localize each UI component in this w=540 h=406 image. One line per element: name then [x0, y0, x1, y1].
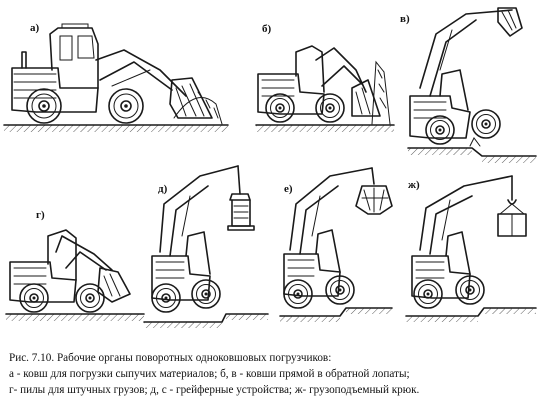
wheel-icon: [75, 283, 105, 313]
panel-e: д): [143, 165, 269, 328]
wheel-icon: [425, 115, 455, 145]
panel-f: е): [279, 167, 393, 322]
caption-line-3: г- пилы для штучных грузов; д, с - грейф…: [9, 384, 420, 396]
wheel-icon: [191, 279, 221, 309]
ground: [256, 125, 394, 132]
panel-c: в): [400, 7, 537, 163]
wheel-icon: [283, 279, 313, 309]
wheel-icon: [455, 275, 485, 305]
loader-figure: а) б): [3, 7, 537, 328]
ground: [4, 125, 228, 132]
wheel-icon: [26, 88, 62, 124]
panel-b: б): [255, 23, 395, 132]
panel-label-b: б): [262, 23, 272, 35]
ground: [6, 314, 144, 321]
panel-label-g: г): [36, 209, 45, 221]
figure-caption: Рис. 7.10. Рабочие органы поворотных одн…: [9, 350, 537, 398]
wheel-icon: [315, 93, 345, 123]
panel-label-d: д): [158, 183, 168, 195]
wheel-icon: [19, 283, 49, 313]
wheel-icon: [325, 275, 355, 305]
panel-label-zh: ж): [408, 179, 420, 191]
panel-a: а): [3, 22, 229, 132]
panel-d: г): [5, 209, 145, 321]
wheel-icon: [151, 283, 181, 313]
wheel-icon: [108, 88, 144, 124]
wheel-icon: [265, 93, 295, 123]
panel-g: ж): [405, 175, 537, 322]
panel-label-e: е): [284, 183, 293, 195]
wheel-icon: [471, 109, 501, 139]
panel-label-a: а): [30, 22, 40, 34]
caption-title: Рис. 7.10. Рабочие органы поворотных одн…: [9, 352, 332, 364]
wheel-icon: [413, 279, 443, 309]
caption-line-2: а - ковш для погрузки сыпучих материалов…: [9, 368, 410, 380]
panel-label-c: в): [400, 13, 410, 25]
